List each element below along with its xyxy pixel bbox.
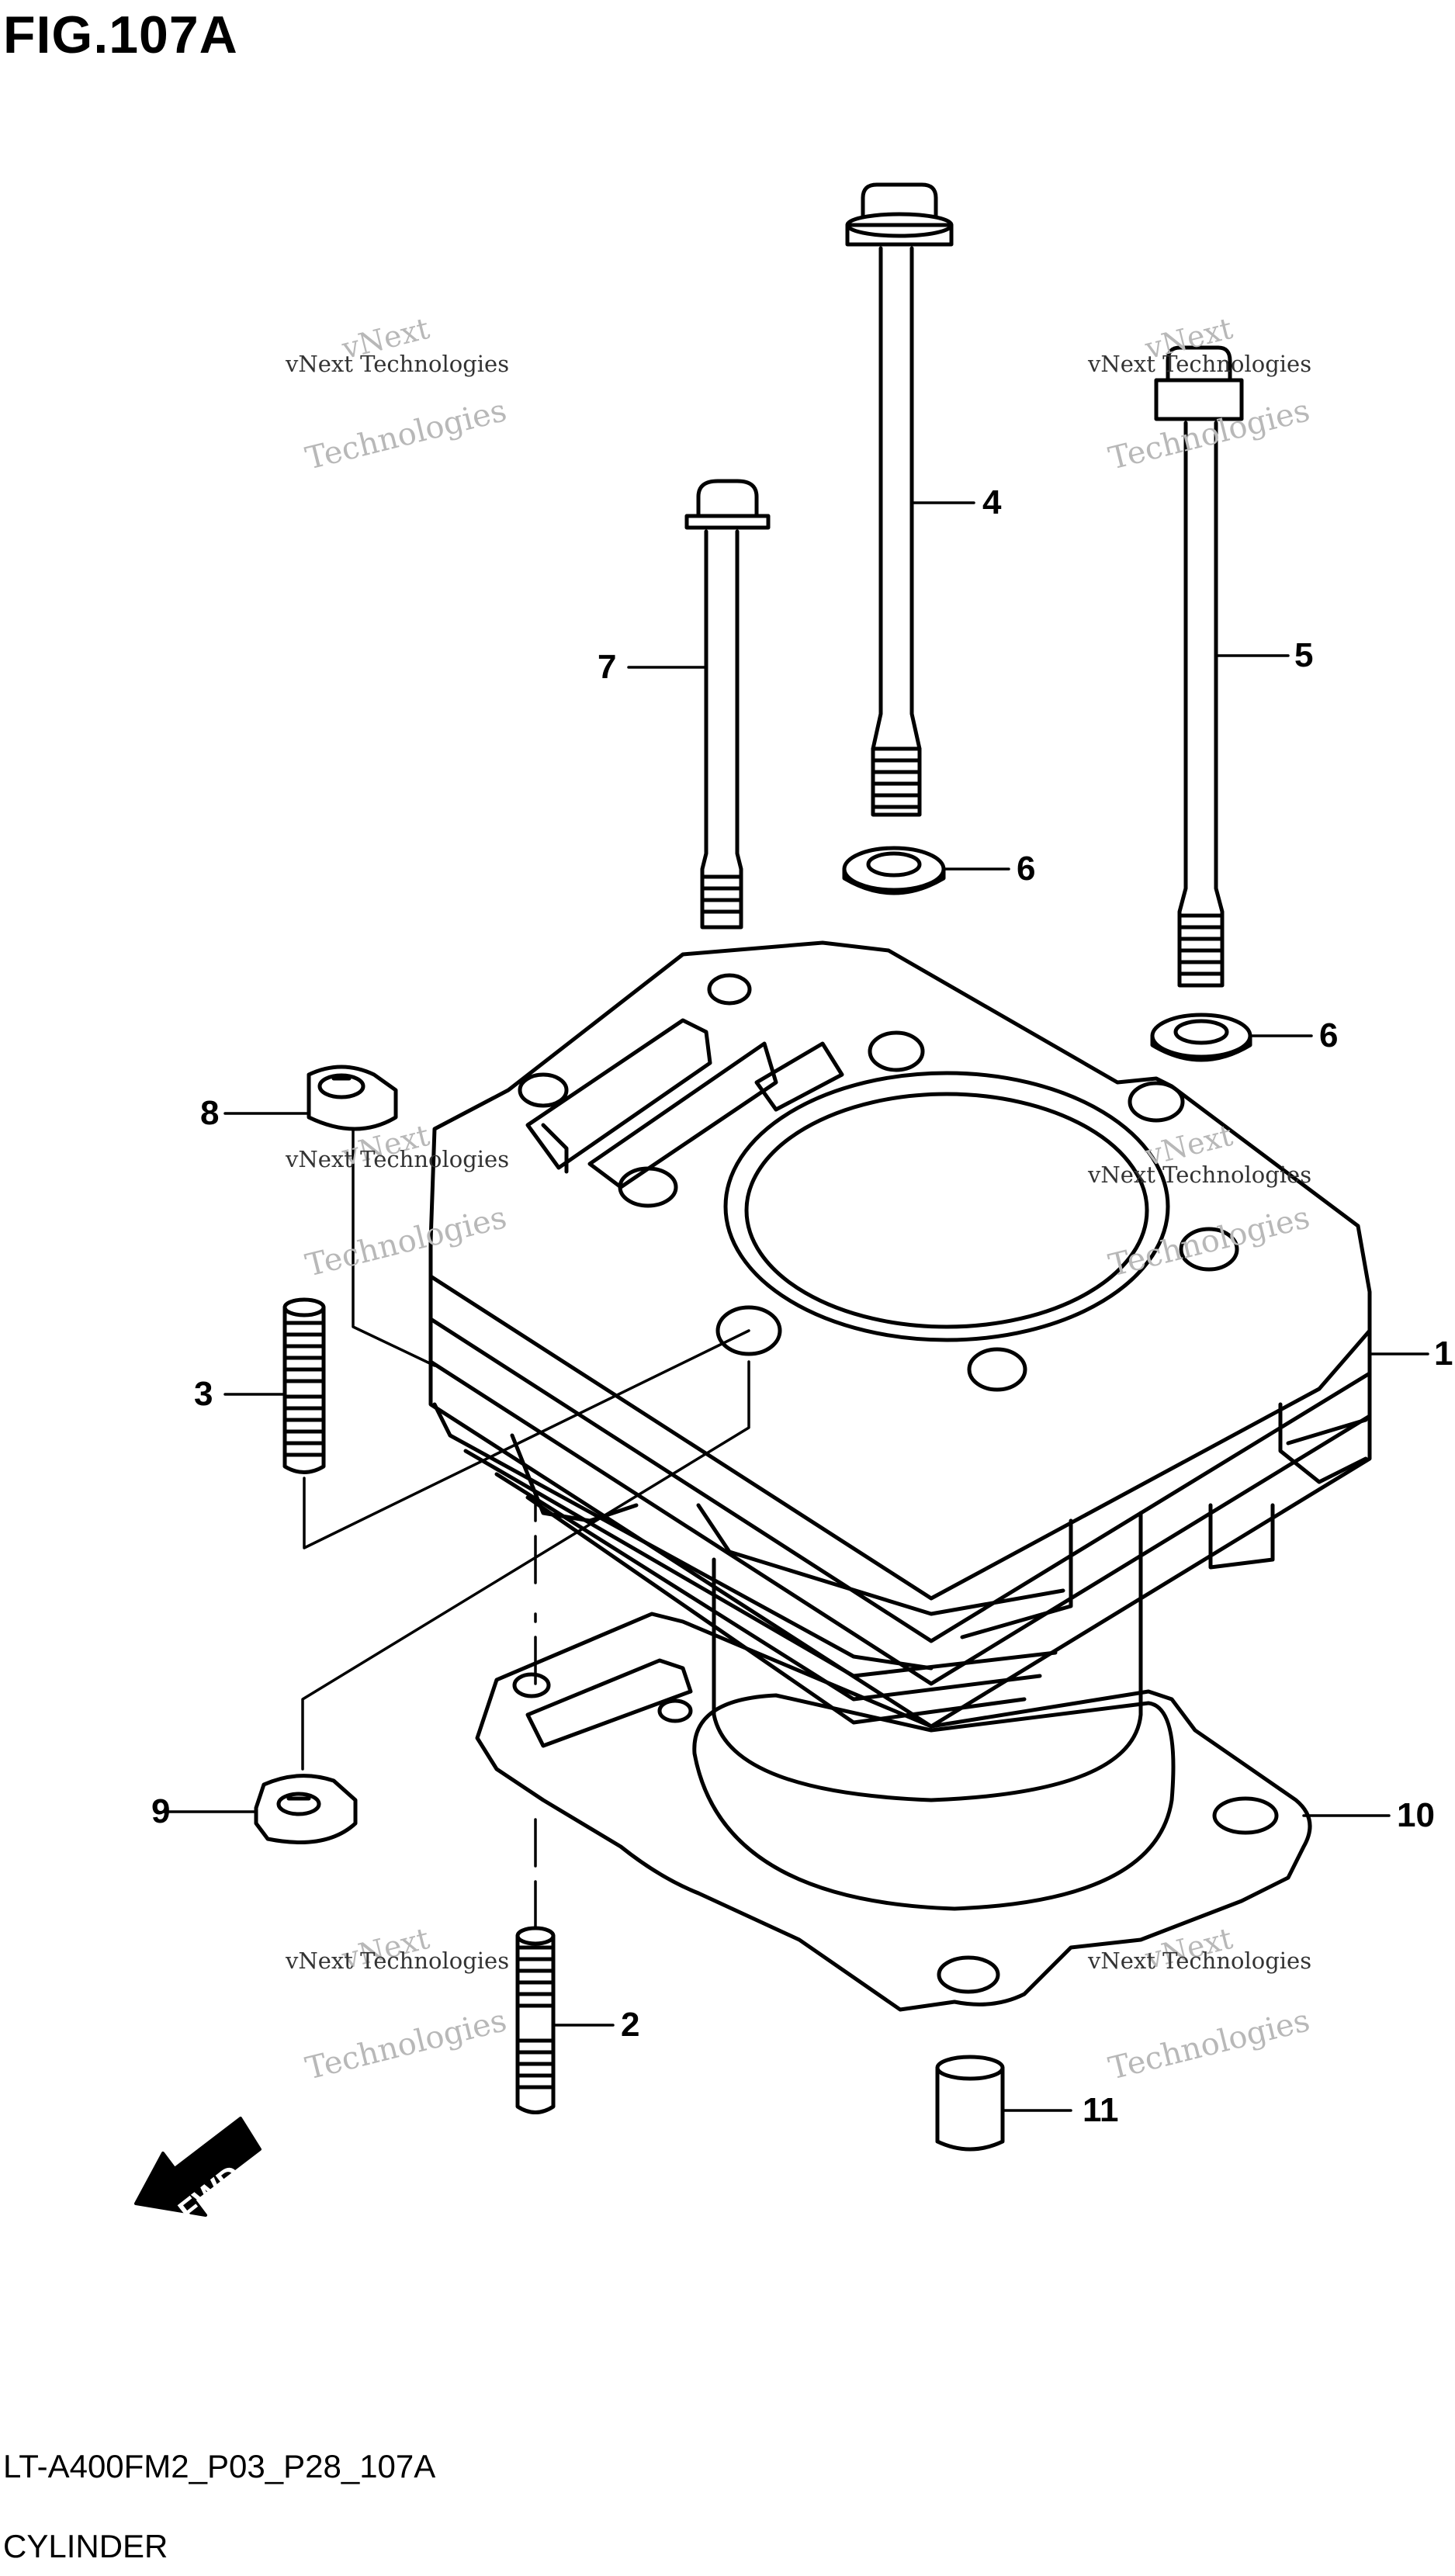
long-bolt-right-part (1154, 345, 1244, 988)
watermark-small: vNext Technologies (1088, 351, 1312, 377)
callout-2: 2 (621, 2006, 640, 2044)
bolt-left-part (684, 479, 771, 930)
callout-10: 10 (1397, 1796, 1435, 1834)
base-gasket-part (475, 1612, 1312, 2012)
callout-6-center: 6 (1017, 850, 1036, 888)
fwd-arrow-icon (134, 2117, 262, 2217)
callout-3: 3 (194, 1375, 213, 1413)
long-bolt-center-part (845, 182, 954, 817)
nut-bottom-part (254, 1774, 358, 1844)
callout-9: 9 (151, 1792, 171, 1830)
stud-left-part (282, 1297, 326, 1474)
callout-11: 11 (1083, 2091, 1119, 2129)
callout-5: 5 (1294, 636, 1314, 674)
callout-8: 8 (200, 1094, 220, 1132)
callout-6-right: 6 (1319, 1016, 1339, 1054)
figure-name: CYLINDER (3, 2528, 168, 2564)
watermark-small: vNext Technologies (286, 1948, 510, 1974)
washer-right-part (1150, 1013, 1252, 1062)
watermark-small: vNext Technologies (286, 1146, 510, 1172)
watermark-small: vNext Technologies (286, 351, 510, 377)
watermark-small: vNext Technologies (1088, 1162, 1312, 1188)
watermark-small: vNext Technologies (1088, 1948, 1312, 1974)
figure-title: FIG.107A (3, 5, 238, 64)
washer-center-part (842, 846, 946, 895)
cylinder-part (428, 940, 1372, 1802)
dowel-pin-part (935, 2055, 1005, 2152)
callout-1: 1 (1434, 1335, 1453, 1373)
callout-7: 7 (598, 648, 617, 686)
callout-4: 4 (982, 483, 1002, 521)
stud-bottom-part (515, 1926, 556, 2114)
leader-lines (161, 501, 1429, 2112)
nut-top-part (307, 1065, 398, 1131)
figure-code: LT-A400FM2_P03_P28_107A (3, 2448, 436, 2484)
